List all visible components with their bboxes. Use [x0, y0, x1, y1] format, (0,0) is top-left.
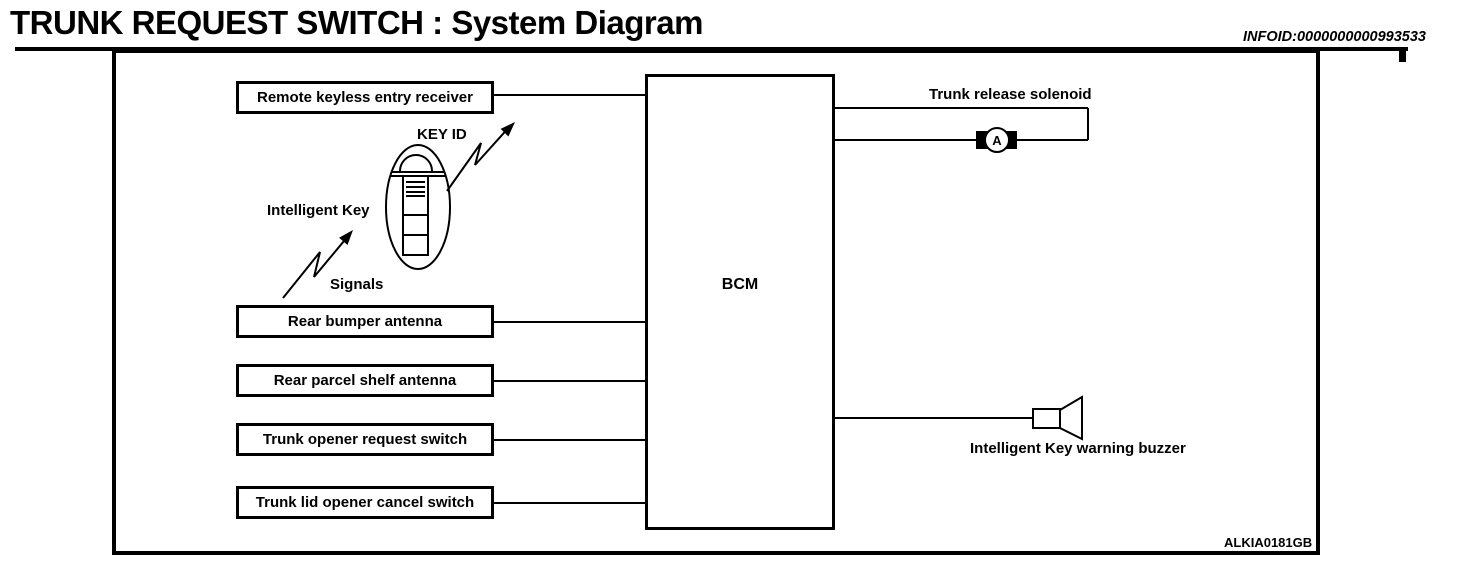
solenoid-letter: A [992, 133, 1002, 148]
buzzer-speaker-icon [1032, 395, 1083, 441]
input-box-label: Rear bumper antenna [287, 313, 443, 330]
buzzer-circuit [835, 395, 1083, 441]
input-box-label: Trunk lid opener cancel switch [255, 494, 475, 511]
input-connection-lines [494, 94, 645, 504]
input-box-label: Remote keyless entry receiver [257, 89, 473, 106]
bcm-box: BCM [645, 74, 835, 530]
input-box-trunk-lid-opener-cancel-switch: Trunk lid opener cancel switch [236, 486, 494, 519]
title-underline-end-tick [1399, 47, 1406, 62]
signals-label: Signals [330, 276, 384, 293]
input-box-remote-keyless-entry-receiver: Remote keyless entry receiver [236, 81, 494, 114]
key-id-signal-arrow-icon [446, 122, 515, 192]
intelligent-key-label: Intelligent Key [267, 202, 370, 219]
intelligent-key-icon [385, 144, 451, 270]
trunk-release-solenoid-label: Trunk release solenoid [929, 86, 1092, 103]
bcm-label: BCM [721, 276, 759, 293]
input-box-label: Trunk opener request switch [262, 431, 468, 448]
key-id-label: KEY ID [417, 126, 467, 143]
input-box-label: Rear parcel shelf antenna [273, 372, 457, 389]
solenoid-motor-icon: A [976, 127, 1017, 153]
signals-arrow-icon [282, 230, 353, 299]
solenoid-circuit: A [835, 107, 1089, 153]
input-box-trunk-opener-request-switch: Trunk opener request switch [236, 423, 494, 456]
input-box-rear-parcel-shelf-antenna: Rear parcel shelf antenna [236, 364, 494, 397]
page-title: TRUNK REQUEST SWITCH : System Diagram [10, 4, 703, 41]
input-box-rear-bumper-antenna: Rear bumper antenna [236, 305, 494, 338]
diagram-frame [112, 49, 1320, 555]
intelligent-key-warning-buzzer-label: Intelligent Key warning buzzer [970, 440, 1186, 457]
figure-code-label: ALKIA0181GB [1224, 535, 1313, 550]
infoid-label: INFOID:0000000000993533 [1243, 29, 1426, 45]
